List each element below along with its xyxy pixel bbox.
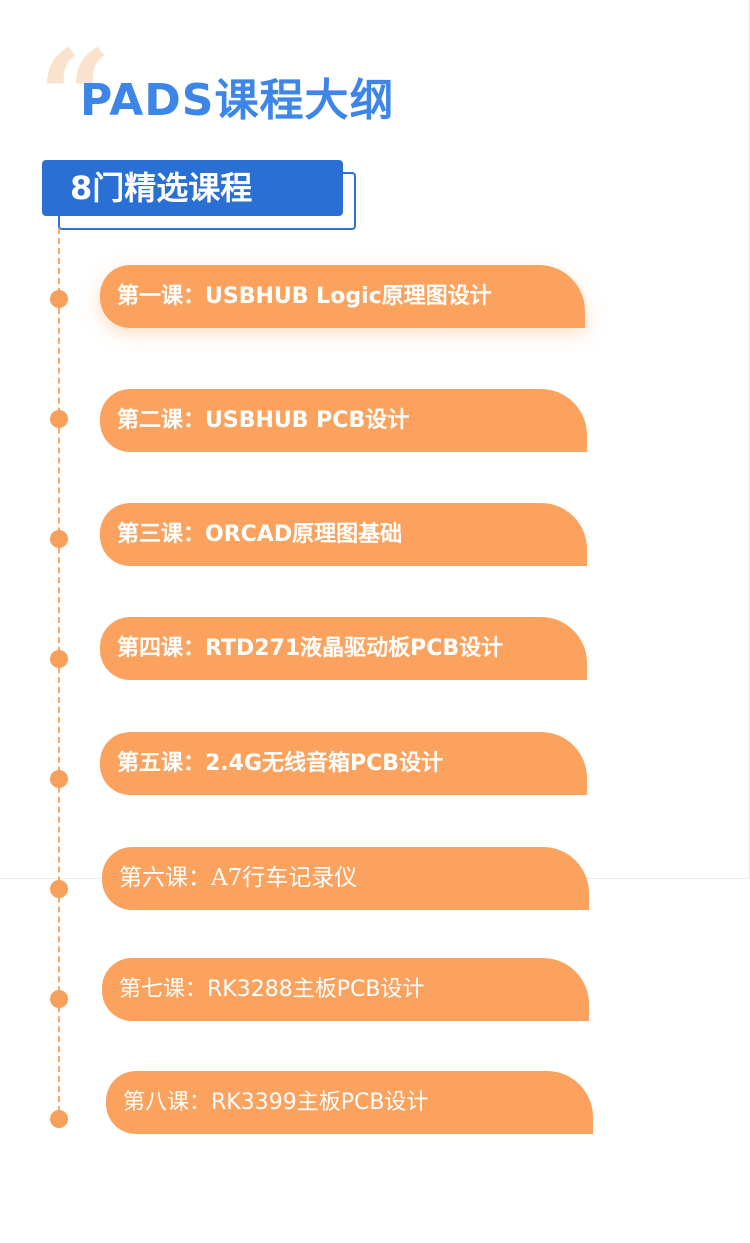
course-item-3[interactable]: 第三课：ORCAD原理图基础 — [100, 503, 587, 566]
timeline-dot — [50, 1110, 68, 1128]
timeline-line — [58, 228, 60, 1122]
timeline-dot — [50, 530, 68, 548]
course-item-7[interactable]: 第七课：RK3288主板PCB设计 — [102, 958, 589, 1021]
section-header-label: 8门精选课程 — [42, 160, 343, 216]
quote-icon: “ — [38, 23, 112, 173]
timeline-dot — [50, 880, 68, 898]
timeline-dot — [50, 770, 68, 788]
course-item-6[interactable]: 第六课：A7行车记录仪 — [102, 847, 589, 910]
timeline-dot — [50, 290, 68, 308]
page-title: PADS课程大纲 — [80, 75, 395, 126]
timeline-dot — [50, 990, 68, 1008]
course-item-2[interactable]: 第二课：USBHUB PCB设计 — [100, 389, 587, 452]
course-item-4[interactable]: 第四课：RTD271液晶驱动板PCB设计 — [100, 617, 587, 680]
course-item-1[interactable]: 第一课：USBHUB Logic原理图设计 — [100, 265, 585, 328]
timeline-dot — [50, 410, 68, 428]
course-item-8[interactable]: 第八课：RK3399主板PCB设计 — [106, 1071, 593, 1134]
timeline-dot — [50, 650, 68, 668]
course-item-5[interactable]: 第五课：2.4G无线音箱PCB设计 — [100, 732, 587, 795]
section-header: 8门精选课程 — [42, 160, 356, 230]
